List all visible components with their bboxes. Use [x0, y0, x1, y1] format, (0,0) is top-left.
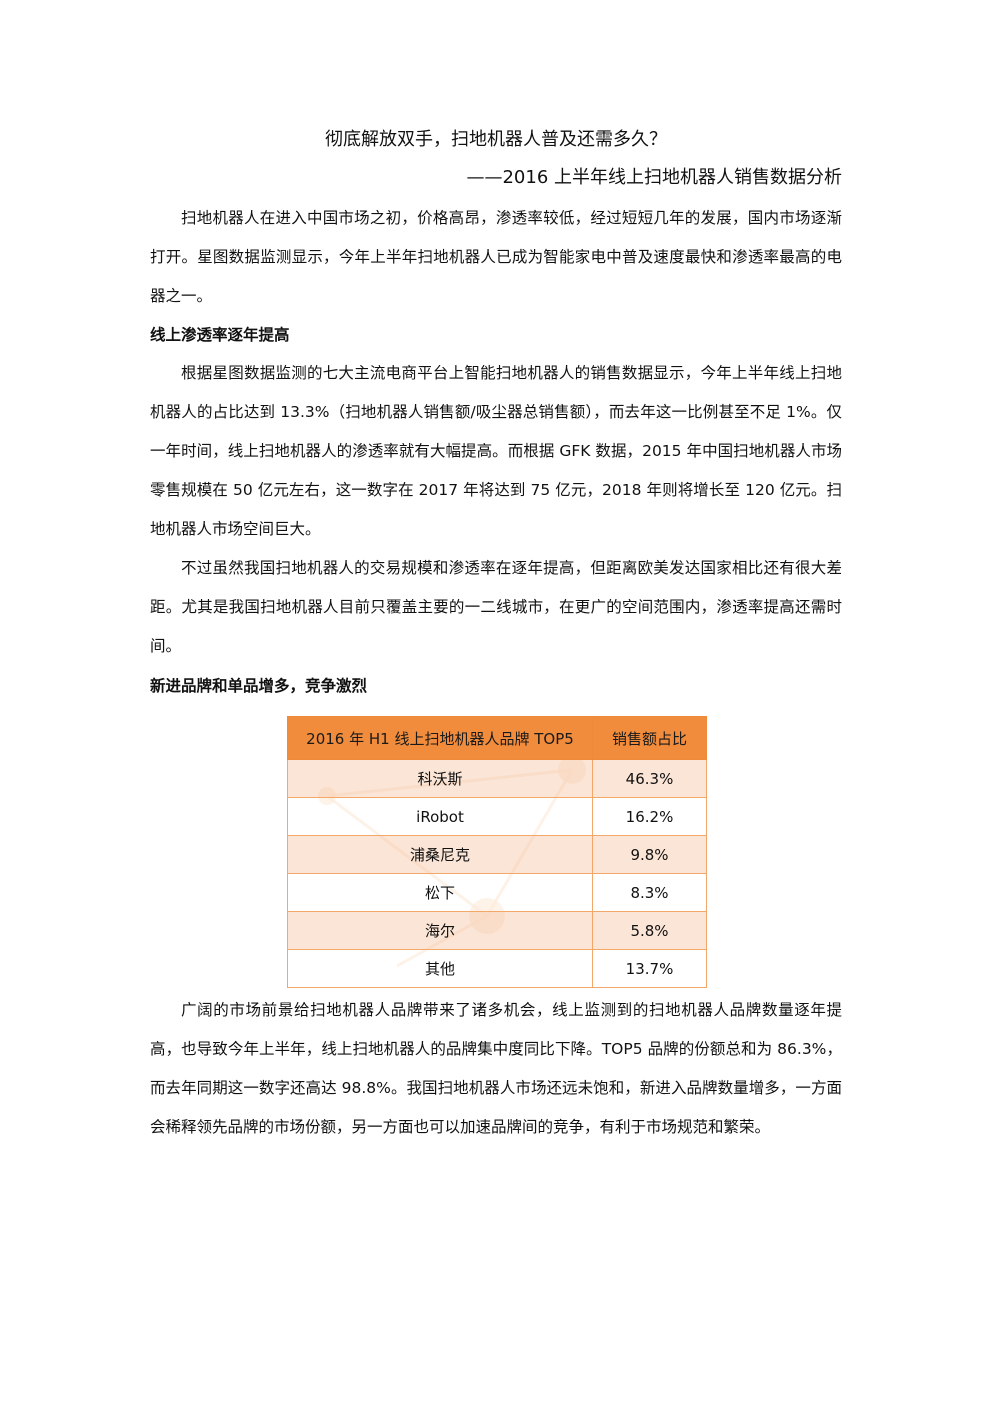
brand-cell: 科沃斯 [287, 759, 593, 798]
table-row: iRobot 16.2% [287, 797, 707, 836]
brand-cell: 松下 [287, 873, 593, 912]
brand-share-table-container: 2016 年 H1 线上扫地机器人品牌 TOP5 销售额占比 科沃斯 46.3%… [287, 716, 707, 988]
paragraph-brand-concentration: 广阔的市场前景给扫地机器人品牌带来了诸多机会，线上监测到的扫地机器人品牌数量逐年… [150, 1001, 842, 1136]
paragraph-penetration-data: 根据星图数据监测的七大主流电商平台上智能扫地机器人的销售数据显示，今年上半年线上… [150, 364, 842, 538]
document-subtitle: ——2016 上半年线上扫地机器人销售数据分析 [466, 167, 842, 188]
paragraph-intro: 扫地机器人在进入中国市场之初，价格高昂，渗透率较低，经过短短几年的发展，国内市场… [150, 209, 842, 305]
brand-cell: iRobot [287, 797, 593, 836]
brand-cell: 浦桑尼克 [287, 835, 593, 874]
brand-cell: 海尔 [287, 911, 593, 950]
share-cell: 16.2% [592, 797, 707, 836]
share-cell: 5.8% [592, 911, 707, 950]
table-header-row: 2016 年 H1 线上扫地机器人品牌 TOP5 销售额占比 [287, 716, 707, 760]
table-row: 海尔 5.8% [287, 911, 707, 950]
share-cell: 13.7% [592, 949, 707, 988]
column-header-brand: 2016 年 H1 线上扫地机器人品牌 TOP5 [287, 716, 593, 760]
document-title: 彻底解放双手，扫地机器人普及还需多久？ [325, 129, 667, 150]
section-heading-penetration: 线上渗透率逐年提高 [150, 326, 290, 344]
brand-cell: 其他 [287, 949, 593, 988]
section-heading-competition: 新进品牌和单品增多，竞争激烈 [150, 677, 368, 695]
table-row: 其他 13.7% [287, 949, 707, 988]
table-row: 科沃斯 46.3% [287, 759, 707, 798]
table-row: 浦桑尼克 9.8% [287, 835, 707, 874]
share-cell: 8.3% [592, 873, 707, 912]
column-header-share: 销售额占比 [592, 716, 707, 760]
brand-share-table: 2016 年 H1 线上扫地机器人品牌 TOP5 销售额占比 科沃斯 46.3%… [287, 716, 707, 988]
paragraph-gap: 不过虽然我国扫地机器人的交易规模和渗透率在逐年提高，但距离欧美发达国家相比还有很… [150, 559, 842, 655]
share-cell: 9.8% [592, 835, 707, 874]
table-row: 松下 8.3% [287, 873, 707, 912]
share-cell: 46.3% [592, 759, 707, 798]
